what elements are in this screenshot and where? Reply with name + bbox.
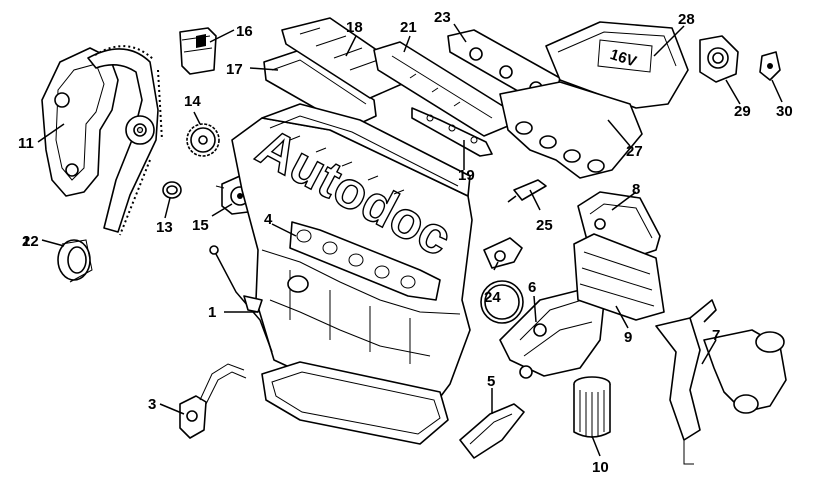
callout-23: 23 [434, 9, 451, 26]
callout-29: 29 [734, 103, 751, 120]
callout-5: 5 [487, 373, 495, 390]
part-oil-filter [573, 376, 611, 438]
part-intake-plenum: 16V [545, 21, 689, 109]
callout-leaders [37, 23, 783, 457]
callout-numbers: 1 2 3 4 5 6 7 8 9 10 11 12 13 14 15 16 1… [18, 9, 793, 476]
callout-7: 7 [712, 327, 720, 344]
part-air-intake-hose [655, 299, 787, 465]
callout-25: 25 [536, 217, 553, 234]
callout-10: 10 [592, 459, 609, 476]
callout-28: 28 [678, 11, 695, 28]
part-timing-cover [41, 47, 119, 197]
part-gasket-strip [411, 107, 493, 157]
callout-24: 24 [484, 289, 501, 306]
part-coolant-flange [459, 403, 525, 459]
callout-11: 11 [18, 135, 34, 152]
callout-13: 13 [156, 219, 173, 236]
callout-14: 14 [184, 93, 201, 110]
callout-30: 30 [776, 103, 793, 120]
callout-9: 9 [624, 329, 632, 346]
callout-18: 18 [346, 19, 363, 36]
part-oil-pan [261, 361, 449, 445]
part-ignition-module [179, 27, 217, 75]
callout-12: 12 [22, 233, 39, 250]
part-belt-pulley [125, 115, 155, 145]
part-exhaust-gasket [289, 221, 441, 301]
part-temp-sender [507, 179, 547, 203]
part-coolant-fitting [483, 237, 523, 269]
part-thermostat-housing [499, 289, 605, 379]
part-tensioner-bush [162, 181, 182, 199]
callout-19: 19 [458, 167, 475, 184]
callout-1: 1 [208, 304, 216, 321]
part-camshaft-gear [186, 123, 220, 157]
callout-21: 21 [400, 19, 417, 36]
part-sensor [759, 51, 781, 81]
part-seal-ring [57, 239, 93, 283]
part-intake-manifold [499, 81, 643, 179]
callout-4: 4 [264, 211, 273, 228]
part-dipstick [209, 245, 273, 353]
callout-6: 6 [528, 279, 536, 296]
callout-27: 27 [626, 143, 643, 160]
part-throttle-body [699, 35, 739, 83]
callout-3: 3 [148, 396, 156, 413]
callout-16: 16 [236, 23, 253, 40]
part-air-filter-housing [573, 191, 665, 321]
callout-8: 8 [632, 181, 640, 198]
callout-2: 2 [22, 233, 30, 250]
callout-15: 15 [192, 217, 209, 234]
part-oil-pipe-bracket [179, 363, 247, 439]
part-o-ring [480, 280, 524, 324]
callout-17: 17 [226, 61, 243, 78]
